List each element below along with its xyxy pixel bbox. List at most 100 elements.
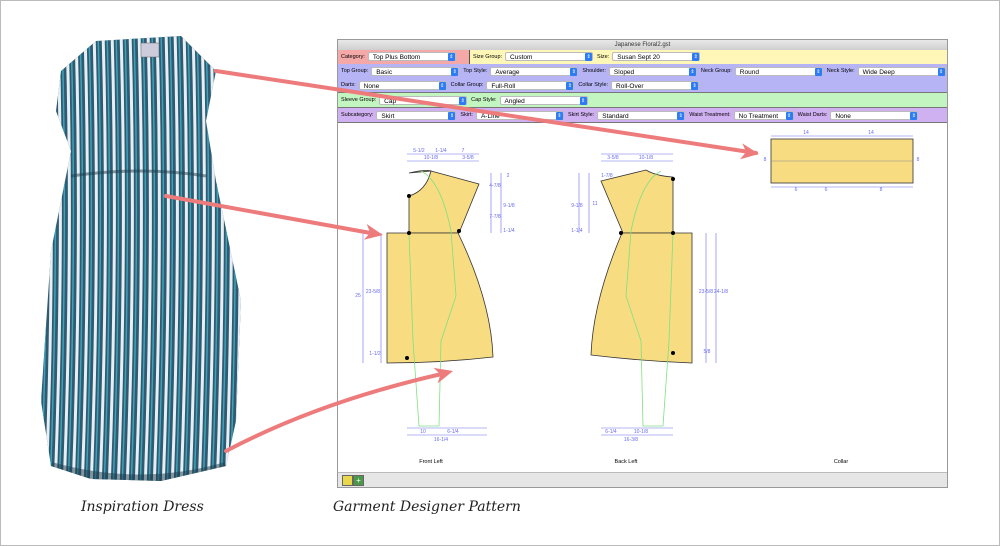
field-collarstyle: Collar Style: Roll-Over [578,80,700,90]
measurement-label: 8 [764,157,767,163]
measurement-label: 16-3/8 [624,437,638,443]
field-label: Darts: [341,82,356,88]
field-label: Neck Group: [700,68,732,74]
field-neckgroup: Neck Group: Round [700,66,823,76]
measurement-label: 11 [592,201,597,207]
dropdown-category[interactable]: Top Plus Bottom [367,52,456,61]
dropdown-collarstyle[interactable]: Roll-Over [611,80,700,90]
field-label: Size Group: [473,53,503,60]
annotation-arrow [164,194,378,236]
dropdown-topstyle[interactable]: Average [490,66,579,76]
field-label: Shoulder: [582,68,606,74]
dropdown-subcategory[interactable]: Skirt [376,110,457,120]
dropdown-waisttreatment[interactable]: No Treatment [733,110,794,120]
measurement-label: 24-1/8 [714,289,728,295]
dropdown-neckgroup[interactable]: Round [734,66,823,76]
annotation-arrow [224,371,448,453]
field-label: Skirt Style: [567,112,595,118]
add-tool-icon[interactable]: + [353,475,364,486]
field-label: Skirt: [460,112,473,118]
measurement-label: 8 [880,187,883,193]
field-label: Top Group: [341,68,369,74]
measurement-label: 3-5/8 [607,155,619,161]
measurement-label: 14 [803,130,809,136]
measurement-label: 5/8 [704,349,711,355]
measurement-label: 10-1/8 [639,155,653,161]
field-topgroup: Top Group: Basic [341,66,460,76]
measurement-label: 25 [355,293,361,299]
pencil-tool-icon[interactable] [342,475,353,486]
window-title: Japanese Floral2.gst [338,40,947,50]
field-label: Size: [597,53,610,60]
measurement-label: 9-1/8 [503,203,515,209]
measurement-label: 10-1/8 [634,429,648,435]
caption-inspiration: Inspiration Dress [81,499,204,515]
control-point [671,177,675,181]
dropdown-waistdarts[interactable]: None [830,110,919,120]
measurement-label: 10 [420,429,426,435]
control-point [671,231,675,235]
measurement-label: 4-7/8 [489,183,501,189]
field-neckstyle: Neck Style: Wide Deep [827,66,946,76]
measurement-label: 7-7/8 [489,214,501,220]
field-label: Waist Treatment: [689,112,731,118]
field-label: Collar Style: [578,82,609,88]
measurement-label: 1-1/2 [369,351,381,357]
measurement-label: 14 [868,130,874,136]
field-label: Collar Group: [450,82,484,88]
dropdown-darts[interactable]: None [358,80,447,90]
measurement-label: 1-1/4 [435,148,447,154]
field-label: Category: [341,53,365,60]
field-skirtstyle: Skirt Style: Standard [567,110,686,120]
dropdown-sizegroup[interactable]: Custom [505,52,594,61]
field-subcategory: Subcategory: Skirt [341,110,457,120]
dropdown-skirtstyle[interactable]: Standard [597,110,686,120]
measurement-label: 23-5/8 [366,289,380,295]
measurement-label: 23-5/8 [699,289,713,295]
measurement-label: 7 [462,148,465,154]
dropdown-size[interactable]: Susan Sept 20 [612,52,701,61]
back-bodice [600,169,674,234]
dropdown-collargroup[interactable]: Full-Roll [486,80,575,90]
dropdown-topgroup[interactable]: Basic [371,66,460,76]
measurement-label: 6 [795,187,798,193]
control-point [405,356,409,360]
front-body-outline [408,170,457,427]
field-capstyle: Cap Style: Angled [471,95,588,105]
dropdown-shoulder[interactable]: Sloped [608,66,697,76]
measurement-label: 9-1/8 [571,203,583,209]
measurement-label: 2 [507,173,510,179]
measurement-label: 1-1/4 [503,228,515,234]
control-point [619,231,623,235]
control-point [671,351,675,355]
measurement-label: 6-1/4 [605,429,617,435]
measurement-label: 8 [917,157,920,163]
measurement-label: 6-1/4 [447,429,459,435]
back-skirt [590,232,693,364]
measurement-label: 10-1/8 [424,155,438,161]
measurement-label: 6 [825,187,828,193]
front-bodice [408,169,480,234]
control-point [407,231,411,235]
measurement-label: 3-5/8 [462,155,474,161]
field-size: Size: Susan Sept 20 [597,52,701,61]
measurement-label: 1-7/8 [601,173,613,179]
dropdown-neckstyle[interactable]: Wide Deep [857,66,946,76]
field-topstyle: Top Style: Average [463,66,579,76]
field-darts: Darts: None [341,80,447,90]
field-shoulder: Shoulder: Sloped [582,66,697,76]
measurement-label: 5-1/2 [413,148,425,154]
annotation-arrow [214,69,758,155]
back-body-outline [625,170,674,427]
status-bar: + [338,472,947,487]
field-label: Top Style: [463,68,488,74]
field-label: Sleeve Group: [341,97,377,103]
field-label: Subcategory: [341,112,374,118]
dropdown-capstyle[interactable]: Angled [499,95,588,105]
front-skirt [386,232,494,364]
control-point [407,194,411,198]
field-collargroup: Collar Group: Full-Roll [450,80,575,90]
field-label: Cap Style: [471,97,497,103]
piece-label-collar: Collar [834,459,849,465]
